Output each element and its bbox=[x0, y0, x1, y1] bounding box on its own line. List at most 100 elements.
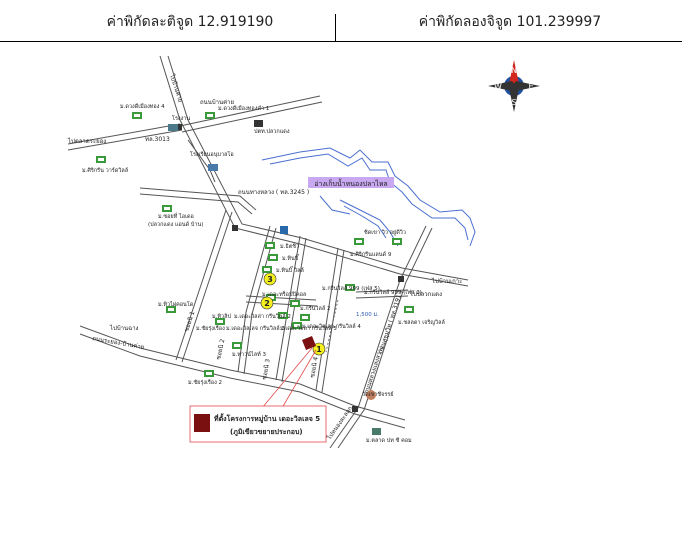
place-label: ม.เดอะทร็อปปิคอล bbox=[262, 290, 306, 298]
location-map[interactable]: N S W E อ่างเก็บน้ำหนองปลาไหล bbox=[0, 42, 682, 558]
place-icons bbox=[96, 112, 414, 435]
place-label: ม.ทิวลิป bbox=[212, 313, 231, 320]
compass-south-arrow bbox=[509, 84, 519, 112]
house-icon bbox=[292, 322, 302, 329]
road-label-nong-la-lok: ไปหนองละลอก bbox=[325, 404, 355, 442]
house-icon bbox=[166, 306, 176, 313]
compass-rose: N S W E bbox=[488, 60, 540, 112]
place-label: ม.ศิริกรีน วาร์ดวิลล์ bbox=[82, 167, 128, 174]
house-icon bbox=[345, 284, 355, 291]
road-label-soi-2: ซอยนิ 2 bbox=[215, 338, 226, 360]
house-icon bbox=[300, 314, 310, 321]
info-icon bbox=[280, 226, 288, 234]
place-label: ม.ธิตชิว bbox=[280, 243, 299, 250]
legend-subtitle: (ภูมิเขียวขยายประกอบ) bbox=[230, 428, 303, 437]
lake-water bbox=[261, 147, 476, 247]
latitude-label: ค่าพิกัดละติจูด 12.919190 bbox=[106, 14, 274, 30]
place-label: ม.ชัยรุ่งเรือง bbox=[196, 325, 225, 332]
road-label-dock-rd: ถนนทางหลวง ( ทล.3245 ) bbox=[238, 189, 309, 196]
place-label: โรงงาน bbox=[172, 114, 190, 122]
header-divider bbox=[335, 14, 336, 42]
place-label: ชิดเขา วิว อยู่ดีวิว bbox=[364, 229, 406, 236]
compass-north-arrow bbox=[509, 60, 519, 88]
road-label-soi-1: ซอยนิ 1 bbox=[183, 310, 196, 332]
school-icon bbox=[208, 164, 218, 171]
house-icon bbox=[262, 266, 272, 273]
temple-icon bbox=[366, 390, 376, 400]
road-label-ban-khai-rd: ถนนบ้านค่าย bbox=[200, 99, 234, 106]
lake-label: อ่างเก็บน้ำหนองปลาไหล bbox=[314, 177, 387, 188]
road-label-ban-chang: ไปบ้านฉาง bbox=[109, 324, 139, 332]
header-underline bbox=[0, 41, 682, 42]
place-label: ม.เดอะวิลเลจ กรีนวิลล์ 3 bbox=[226, 325, 285, 332]
legend-swatch bbox=[194, 414, 210, 432]
house-icon bbox=[266, 294, 276, 301]
place-label: ม.ทินบิ๊ วิลล์ bbox=[276, 266, 304, 274]
house-icon bbox=[392, 238, 402, 245]
house-icon bbox=[162, 205, 172, 212]
house-icon bbox=[132, 112, 142, 119]
place-label: ม.ทินบิ๊ bbox=[282, 254, 300, 262]
place-label: ปตท.ปลวกแดง bbox=[254, 128, 290, 135]
place-label: ม.ชลลดา เจริญวิลล์ bbox=[398, 319, 445, 326]
place-label: ม.ตลาด ปท ซี คอม bbox=[366, 437, 412, 444]
house-icon bbox=[354, 238, 364, 245]
road-label-rayong-city: ถนนระยอง-บ้านค่าย bbox=[92, 335, 145, 351]
place-label: ม.เดอะวิลล่า กรีนวิลล์ 2 bbox=[234, 313, 291, 320]
house-icon bbox=[205, 112, 215, 119]
place-label: ม.ชัยรุ่งเรือง 2 bbox=[188, 379, 222, 386]
road-label-pluak-daeng: ไปปลวกแดง bbox=[409, 290, 442, 298]
house-icon bbox=[290, 300, 300, 307]
lake-label-box bbox=[308, 177, 394, 188]
compass-west-arrow bbox=[488, 81, 516, 91]
house-icon bbox=[278, 312, 288, 319]
svg-text:1: 1 bbox=[316, 345, 322, 354]
road-label-to-rayong: ไปตลาดระยอง bbox=[67, 137, 106, 145]
place-label: (ปลวกแดง แอนด์ บ้าน) bbox=[148, 221, 203, 228]
place-label: ม.กรีนวิลล์ 999 (เฟส 3) bbox=[364, 289, 422, 296]
place-label: ม.กรีนวิลล์ 2 bbox=[300, 305, 331, 312]
house-icon bbox=[265, 242, 275, 249]
place-label: โรงเรียนอนุบาลโอ bbox=[190, 150, 234, 158]
place-label: ม.กรีนวิลล์ 999 (เฟส 5) bbox=[322, 285, 380, 292]
place-label: ม.เดอะวิลลา กรีนวิลล์ 5 bbox=[280, 325, 337, 332]
road-network bbox=[67, 55, 469, 449]
house-icon bbox=[268, 254, 278, 261]
compass-west-label: W bbox=[494, 82, 502, 91]
compass-east-label: E bbox=[528, 82, 533, 91]
callout-line bbox=[281, 349, 317, 409]
compass-south-label: S bbox=[511, 98, 516, 107]
legend-title: ที่ตั้งโครงการหมู่บ้าน เดอะวิลเลจ 5 bbox=[214, 412, 321, 424]
longitude-label: ค่าพิกัดลองจิจูด 101.239997 bbox=[418, 14, 602, 30]
place-label: ม.ดวงดีเมืองทองคำ 1 bbox=[218, 105, 269, 112]
house-icon bbox=[204, 370, 214, 377]
gas-station-icon bbox=[254, 120, 263, 127]
place-label: ม.ศิริกรีนแลนด์ 9 bbox=[350, 251, 392, 258]
house-icon bbox=[96, 156, 106, 163]
factory-icon bbox=[168, 124, 178, 131]
location-marker-3[interactable]: 3 bbox=[263, 272, 277, 286]
callout-line bbox=[261, 347, 313, 409]
location-marker-2[interactable]: 2 bbox=[260, 296, 274, 310]
compass-north-label: N bbox=[511, 66, 517, 75]
project-legend: ที่ตั้งโครงการหมู่บ้าน เดอะวิลเลจ 5 (ภูม… bbox=[189, 405, 327, 443]
distance-line bbox=[325, 299, 339, 353]
place-label: ม.ทาวน์ไลท์ 3 bbox=[232, 351, 266, 358]
project-parcel[interactable] bbox=[302, 336, 316, 350]
place-label: วัดเขาชีจรรย์ bbox=[362, 391, 393, 398]
house-icon bbox=[215, 318, 225, 325]
place-label: ม.เดอะวิลเลจ กรีนวิลล์ 4 bbox=[302, 323, 361, 330]
svg-text:3: 3 bbox=[267, 275, 273, 284]
place-label: ม.ทิวไผ่คอนโด bbox=[158, 300, 194, 308]
house-icon bbox=[404, 306, 414, 313]
road-label-soi-4: ซอยนิ 4 bbox=[309, 356, 320, 378]
road-label-3013: ทล.3013 bbox=[145, 136, 170, 143]
gas-station-icon bbox=[372, 428, 381, 435]
coordinate-header: ค่าพิกัดละติจูด 12.919190 ค่าพิกัดลองจิจ… bbox=[0, 0, 682, 42]
svg-text:2: 2 bbox=[264, 299, 270, 308]
place-label: ม.ซอยที่ ไอเดอ bbox=[158, 212, 194, 220]
place-label: ม.ดวงดีเมืองทอง 4 bbox=[120, 103, 165, 110]
road-label-soi-3: ซอยนิ 3 bbox=[261, 358, 272, 380]
house-icon bbox=[232, 342, 242, 349]
distance-label: 1,500 ม. bbox=[356, 312, 379, 318]
